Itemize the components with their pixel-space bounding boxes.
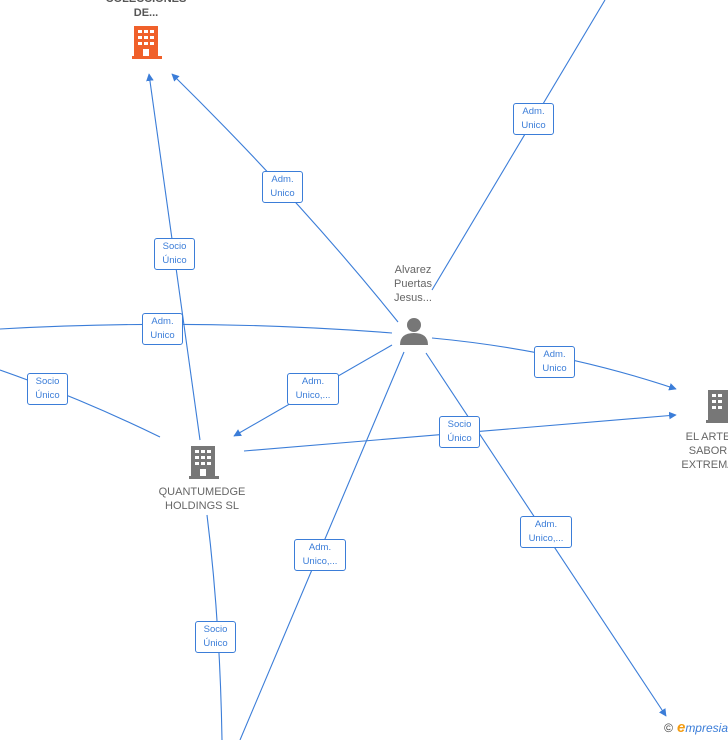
copyright-icon: ©	[664, 721, 673, 735]
edge-label-adm-unico[interactable]: Adm. Unico	[513, 103, 554, 135]
empresia-logo: ©empresia	[664, 719, 728, 736]
building-icon	[132, 26, 162, 59]
node-label-quantumedge[interactable]: QUANTUMEDGE HOLDINGS SL	[158, 486, 246, 512]
node-label-top-company[interactable]: COLECCIONES DE...	[106, 0, 187, 19]
edge-label-socio-unico[interactable]: Socio Único	[154, 238, 195, 270]
building-icon	[189, 446, 219, 479]
edge-label-socio-unico[interactable]: Socio Único	[195, 621, 236, 653]
edge-label-socio-unico[interactable]: Socio Único	[27, 373, 68, 405]
edge-label-adm-unico[interactable]: Adm. Unico	[534, 346, 575, 378]
edge-label-adm-unico-more[interactable]: Adm. Unico,...	[294, 539, 346, 571]
edge-label-adm-unico[interactable]: Adm. Unico	[262, 171, 303, 203]
edge-left-quantumedge	[0, 369, 161, 438]
edge-label-adm-unico-more[interactable]: Adm. Unico,...	[287, 373, 339, 405]
edge-person-top-right	[431, 0, 606, 291]
edge-label-adm-unico[interactable]: Adm. Unico	[142, 313, 183, 345]
edge-person-left	[0, 323, 393, 334]
edge-label-adm-unico-more[interactable]: Adm. Unico,...	[520, 516, 572, 548]
node-label-person[interactable]: Alvarez Puertas Jesus...	[394, 264, 432, 304]
building-icon	[706, 390, 728, 423]
person-icon	[400, 318, 428, 345]
edge-label-socio-unico[interactable]: Socio Único	[439, 416, 480, 448]
